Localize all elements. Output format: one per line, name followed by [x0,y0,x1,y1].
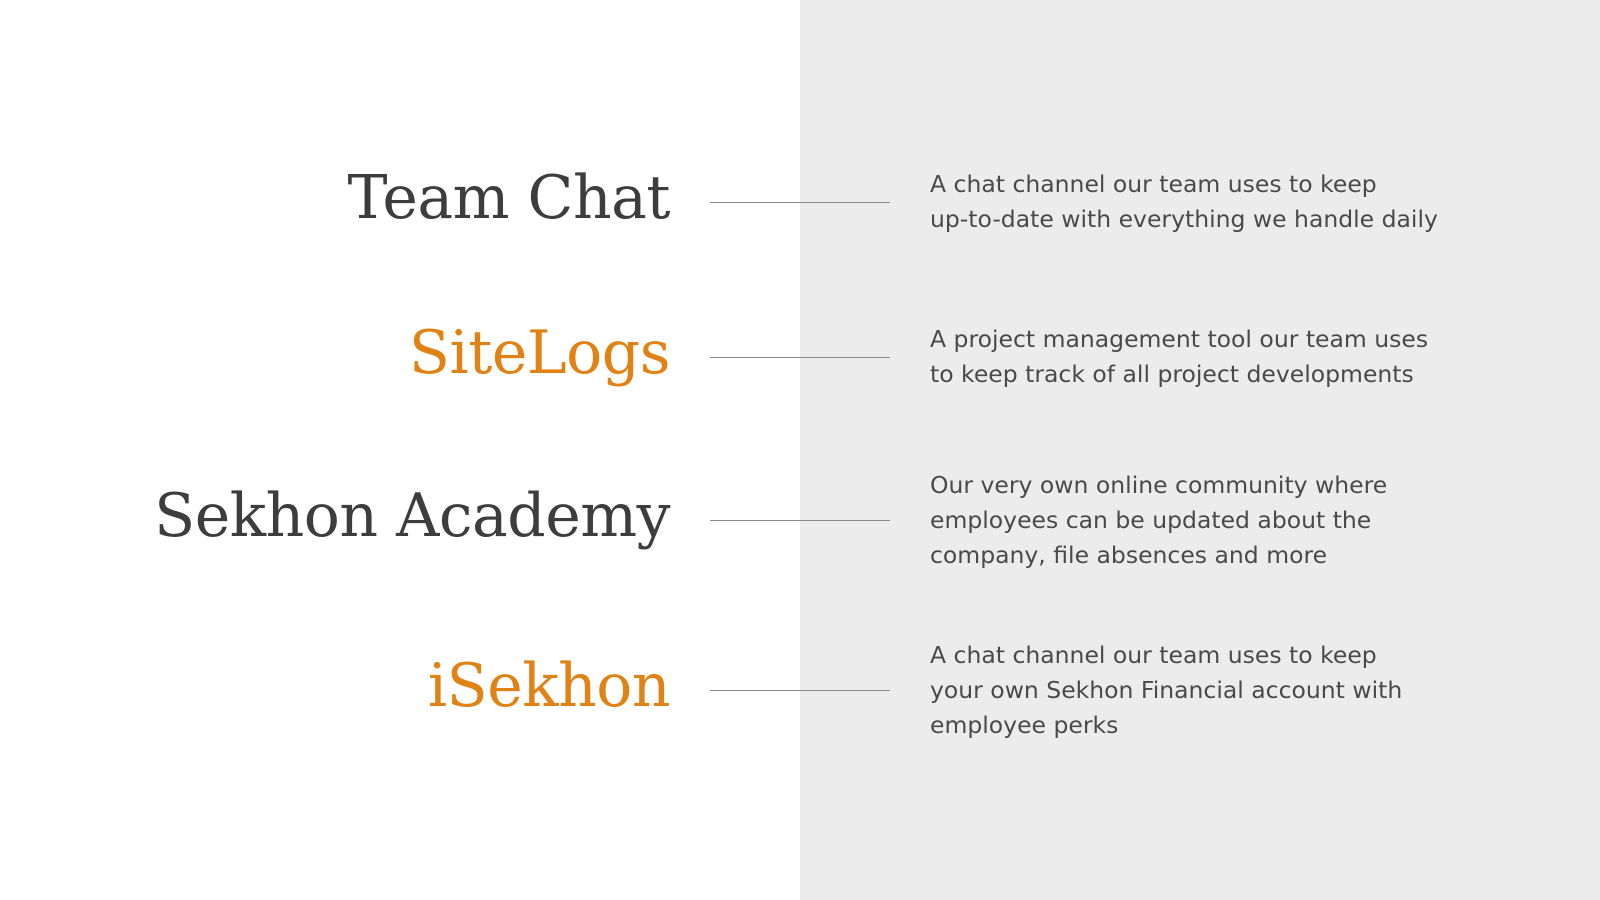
connector-line [710,202,890,203]
tool-description-sekhon-academy: Our very own online community where empl… [930,471,1388,569]
tool-title-isekhon: iSekhon [427,651,671,721]
tool-title-sitelogs: SiteLogs [408,318,671,388]
right-panel-background [800,0,1600,900]
tool-description-sitelogs: A project management tool our team uses … [930,325,1429,388]
tool-description-team-chat: A chat channel our team uses to keep up-… [930,170,1438,233]
tool-title-team-chat: Team Chat [347,163,670,233]
tool-description-isekhon: A chat channel our team uses to keep you… [930,641,1403,739]
connector-line [710,520,890,521]
connector-line [710,357,890,358]
tool-title-sekhon-academy: Sekhon Academy [154,481,670,551]
connector-line [710,690,890,691]
